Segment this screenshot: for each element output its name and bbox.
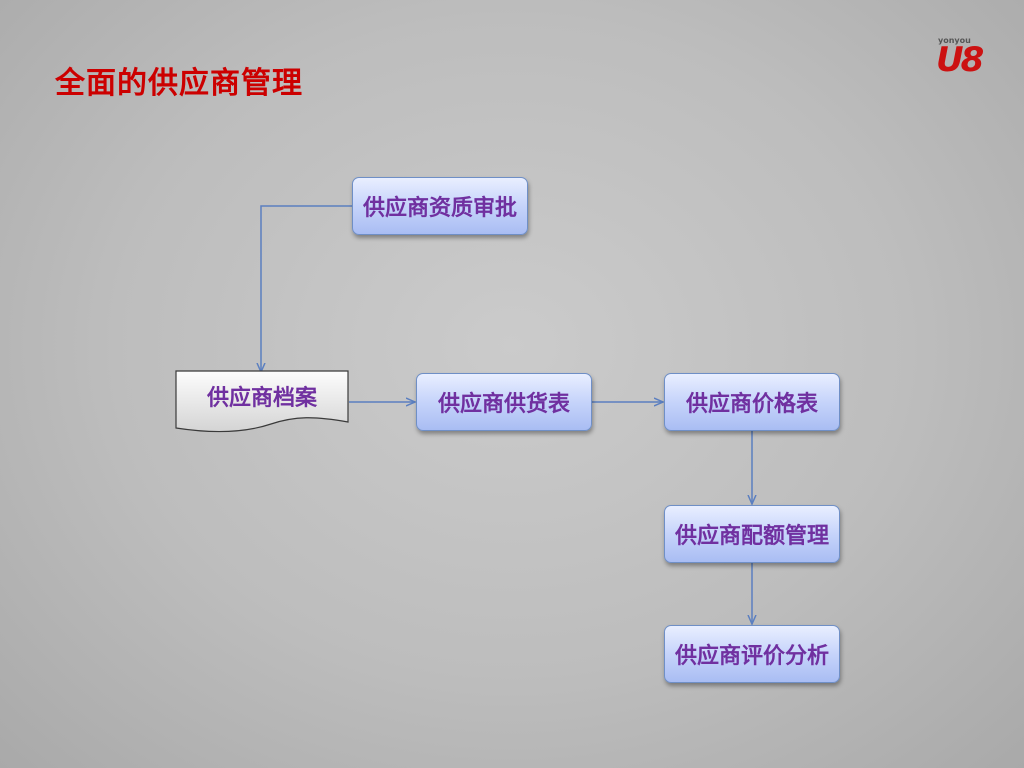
- node-label: 供应商档案: [206, 386, 317, 411]
- connector-approval-to-archive: [261, 205, 352, 371]
- node-label: 供应商评价分析: [674, 644, 829, 669]
- node-supplier-qualification-approval[interactable]: 供应商资质审批: [352, 177, 528, 235]
- node-supplier-quota-management[interactable]: 供应商配额管理: [664, 505, 840, 563]
- node-label: 供应商配额管理: [674, 524, 829, 549]
- node-supplier-price-list[interactable]: 供应商价格表: [664, 373, 840, 431]
- node-supplier-evaluation-analysis[interactable]: 供应商评价分析: [664, 625, 840, 683]
- yonyou-u8-logo: yonyou U8: [930, 36, 992, 80]
- document-shape[interactable]: [175, 370, 349, 434]
- node-supplier-archive[interactable]: 供应商档案: [175, 370, 349, 422]
- slide-title: 全面的供应商管理: [55, 66, 303, 101]
- logo-brand-small: yonyou: [938, 36, 971, 45]
- node-label: 供应商价格表: [685, 392, 818, 417]
- node-label: 供应商资质审批: [362, 196, 517, 221]
- node-supplier-supply-list[interactable]: 供应商供货表: [416, 373, 592, 431]
- node-label: 供应商供货表: [437, 392, 570, 417]
- logo-brand-main: U8: [936, 40, 984, 80]
